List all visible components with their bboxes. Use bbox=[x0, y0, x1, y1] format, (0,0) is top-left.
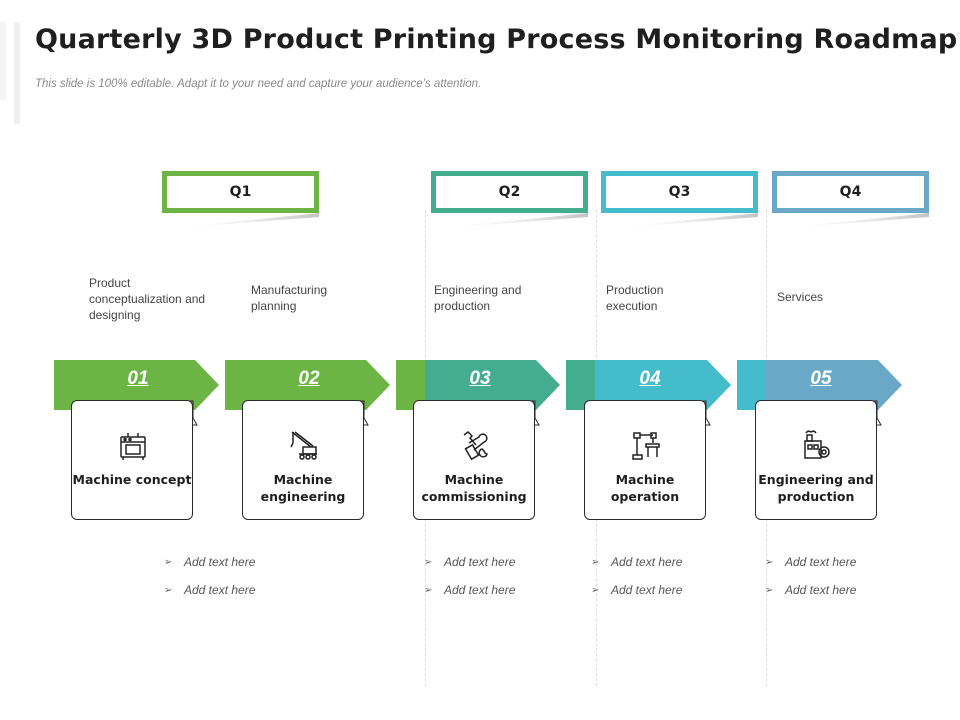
quarter-q3: Q3 bbox=[601, 171, 758, 213]
oven-machine-icon bbox=[120, 433, 146, 460]
check-arrow-icon: ➢ bbox=[765, 556, 774, 568]
crane-icon bbox=[290, 431, 317, 460]
factory-gear-icon bbox=[804, 430, 830, 459]
stage-description-05: Services bbox=[777, 290, 824, 304]
stage-number-05: 05 bbox=[810, 368, 832, 389]
stage-arrow-01 bbox=[54, 360, 219, 410]
stage-card-02: Machine engineering bbox=[242, 400, 364, 520]
bullet-list-q4: ➢Add text here ➢Add text here bbox=[765, 548, 856, 604]
stage-arrow-03 bbox=[425, 360, 560, 410]
stage-label-01: Machine concept bbox=[72, 472, 192, 487]
stage-card-01: Machine concept bbox=[71, 400, 193, 520]
bullet-item: ➢Add text here bbox=[765, 555, 857, 569]
quarter-shadow bbox=[431, 213, 588, 229]
decor-bar bbox=[0, 22, 6, 100]
stage-description-02: Manufacturing planning bbox=[251, 283, 328, 313]
stage-number-02: 02 bbox=[298, 368, 320, 389]
stage-card-05: Engineering and production bbox=[755, 400, 877, 520]
stage-arrow-04-left bbox=[566, 360, 596, 410]
quarter-shadow bbox=[772, 213, 929, 229]
check-arrow-icon: ➢ bbox=[164, 556, 173, 568]
check-arrow-icon: ➢ bbox=[591, 556, 600, 568]
bullet-item: ➢Add text here bbox=[424, 583, 516, 597]
stage-number-04: 04 bbox=[639, 368, 661, 389]
stage-label-03: Machine commissioning bbox=[421, 472, 527, 504]
stage-number-01: 01 bbox=[127, 368, 149, 389]
check-arrow-icon: ➢ bbox=[424, 584, 433, 596]
decor-bar bbox=[14, 22, 20, 124]
stage-card-03: Machine commissioning bbox=[413, 400, 535, 520]
robotic-arm-icon bbox=[632, 432, 660, 460]
check-arrow-icon: ➢ bbox=[591, 584, 600, 596]
quarter-q1: Q1 bbox=[162, 171, 319, 213]
stage-arrow-05-left bbox=[737, 360, 766, 410]
quarter-q4: Q4 bbox=[772, 171, 929, 213]
stage-label-05: Engineering and production bbox=[758, 472, 874, 504]
stage-arrow-05 bbox=[765, 360, 902, 410]
page-title: Quarterly 3D Product Printing Process Mo… bbox=[35, 24, 958, 55]
page-subtitle: This slide is 100% editable. Adapt it to… bbox=[35, 78, 482, 90]
bullet-item: ➢Add text here bbox=[591, 555, 683, 569]
bullet-list-q1: ➢Add text here ➢Add text here bbox=[164, 548, 255, 604]
stage-description-04: Production execution bbox=[606, 283, 664, 313]
bullet-item: ➢Add text here bbox=[591, 583, 683, 597]
stage-card-04: Machine operation bbox=[584, 400, 706, 520]
stage-description-01: Product conceptualization and designing bbox=[89, 276, 206, 322]
bullet-list-q3: ➢Add text here ➢Add text here bbox=[591, 548, 682, 604]
stage-arrow-03-left bbox=[396, 360, 426, 410]
quarter-q2: Q2 bbox=[431, 171, 588, 213]
quarter-shadow bbox=[162, 213, 319, 229]
stage-label-04: Machine operation bbox=[610, 472, 680, 504]
bullet-item: ➢Add text here bbox=[164, 583, 256, 597]
bullet-item: ➢Add text here bbox=[164, 555, 256, 569]
bullet-list-q2: ➢Add text here ➢Add text here bbox=[424, 548, 515, 604]
wrench-tools-icon bbox=[463, 431, 488, 461]
stage-arrow-02 bbox=[225, 360, 390, 410]
check-arrow-icon: ➢ bbox=[424, 556, 433, 568]
stage-arrow-04 bbox=[595, 360, 731, 410]
quarter-shadow bbox=[601, 213, 758, 229]
check-arrow-icon: ➢ bbox=[164, 584, 173, 596]
bullet-item: ➢Add text here bbox=[424, 555, 516, 569]
stage-label-02: Machine engineering bbox=[260, 472, 346, 504]
bullet-item: ➢Add text here bbox=[765, 583, 857, 597]
stage-number-03: 03 bbox=[469, 368, 491, 389]
stage-description-03: Engineering and production bbox=[434, 283, 522, 313]
check-arrow-icon: ➢ bbox=[765, 584, 774, 596]
